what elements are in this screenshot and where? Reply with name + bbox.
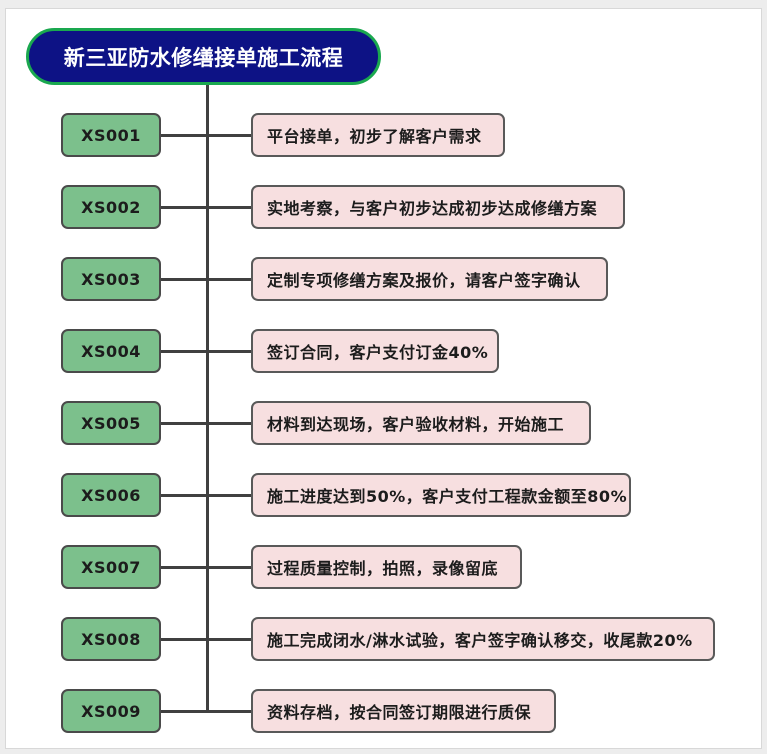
step-code-label: XS002 <box>81 197 141 217</box>
flowchart-step-row: XS002 实地考察，与客户初步达成初步达成修缮方案 <box>6 185 761 229</box>
step-code-label: XS008 <box>81 629 141 649</box>
step-code-box-xs003[interactable]: XS003 <box>61 257 161 301</box>
step-code-box-xs007[interactable]: XS007 <box>61 545 161 589</box>
step-description-box-xs009[interactable]: 资料存档，按合同签订期限进行质保 <box>251 689 556 733</box>
step-description-label: 定制专项修缮方案及报价，请客户签字确认 <box>267 271 581 290</box>
step-description-label: 施工进度达到50%，客户支付工程款金额至80% <box>267 487 628 506</box>
step-connector-line <box>161 566 253 569</box>
step-description-label: 实地考察，与客户初步达成初步达成修缮方案 <box>267 199 598 218</box>
step-description-box-xs004[interactable]: 签订合同，客户支付订金40% <box>251 329 499 373</box>
step-connector-line <box>161 638 253 641</box>
flowchart-step-row: XS008 施工完成闭水/淋水试验，客户签字确认移交，收尾款20% <box>6 617 761 661</box>
step-description-label: 过程质量控制，拍照，录像留底 <box>267 559 499 578</box>
flowchart-step-row: XS006 施工进度达到50%，客户支付工程款金额至80% <box>6 473 761 517</box>
step-connector-line <box>161 494 253 497</box>
step-description-box-xs007[interactable]: 过程质量控制，拍照，录像留底 <box>251 545 522 589</box>
step-code-box-xs008[interactable]: XS008 <box>61 617 161 661</box>
step-description-box-xs008[interactable]: 施工完成闭水/淋水试验，客户签字确认移交，收尾款20% <box>251 617 715 661</box>
step-description-label: 资料存档，按合同签订期限进行质保 <box>267 703 532 722</box>
step-connector-line <box>161 422 253 425</box>
step-description-box-xs006[interactable]: 施工进度达到50%，客户支付工程款金额至80% <box>251 473 631 517</box>
step-description-label: 平台接单，初步了解客户需求 <box>267 127 482 146</box>
step-connector-line <box>161 206 253 209</box>
flowchart-step-row: XS009 资料存档，按合同签订期限进行质保 <box>6 689 761 733</box>
flowchart-title-text: 新三亚防水修缮接单施工流程 <box>63 45 344 70</box>
step-description-label: 材料到达现场，客户验收材料，开始施工 <box>267 415 565 434</box>
step-description-box-xs005[interactable]: 材料到达现场，客户验收材料，开始施工 <box>251 401 591 445</box>
step-code-label: XS007 <box>81 557 141 577</box>
step-connector-line <box>161 134 253 137</box>
step-connector-line <box>161 278 253 281</box>
flowchart-title-banner: 新三亚防水修缮接单施工流程 <box>26 28 381 85</box>
flowchart-step-row: XS005 材料到达现场，客户验收材料，开始施工 <box>6 401 761 445</box>
step-description-label: 施工完成闭水/淋水试验，客户签字确认移交，收尾款20% <box>267 631 693 650</box>
flowchart-step-row: XS001 平台接单，初步了解客户需求 <box>6 113 761 157</box>
step-code-box-xs009[interactable]: XS009 <box>61 689 161 733</box>
step-code-label: XS003 <box>81 269 141 289</box>
step-code-box-xs002[interactable]: XS002 <box>61 185 161 229</box>
flowchart-step-row: XS007 过程质量控制，拍照，录像留底 <box>6 545 761 589</box>
step-code-box-xs005[interactable]: XS005 <box>61 401 161 445</box>
step-connector-line <box>161 710 253 713</box>
step-code-box-xs004[interactable]: XS004 <box>61 329 161 373</box>
step-code-box-xs001[interactable]: XS001 <box>61 113 161 157</box>
step-connector-line <box>161 350 253 353</box>
step-code-box-xs006[interactable]: XS006 <box>61 473 161 517</box>
step-code-label: XS009 <box>81 701 141 721</box>
step-description-label: 签订合同，客户支付订金40% <box>267 343 489 362</box>
step-code-label: XS004 <box>81 341 141 361</box>
step-code-label: XS001 <box>81 125 141 145</box>
flowchart-spine <box>206 85 209 711</box>
step-code-label: XS006 <box>81 485 141 505</box>
flowchart-step-row: XS004 签订合同，客户支付订金40% <box>6 329 761 373</box>
step-description-box-xs003[interactable]: 定制专项修缮方案及报价，请客户签字确认 <box>251 257 608 301</box>
flowchart-step-row: XS003 定制专项修缮方案及报价，请客户签字确认 <box>6 257 761 301</box>
flowchart-sheet: 新三亚防水修缮接单施工流程 XS001 平台接单，初步了解客户需求 XS002 实地考… <box>5 8 762 749</box>
step-code-label: XS005 <box>81 413 141 433</box>
step-description-box-xs001[interactable]: 平台接单，初步了解客户需求 <box>251 113 505 157</box>
step-description-box-xs002[interactable]: 实地考察，与客户初步达成初步达成修缮方案 <box>251 185 625 229</box>
